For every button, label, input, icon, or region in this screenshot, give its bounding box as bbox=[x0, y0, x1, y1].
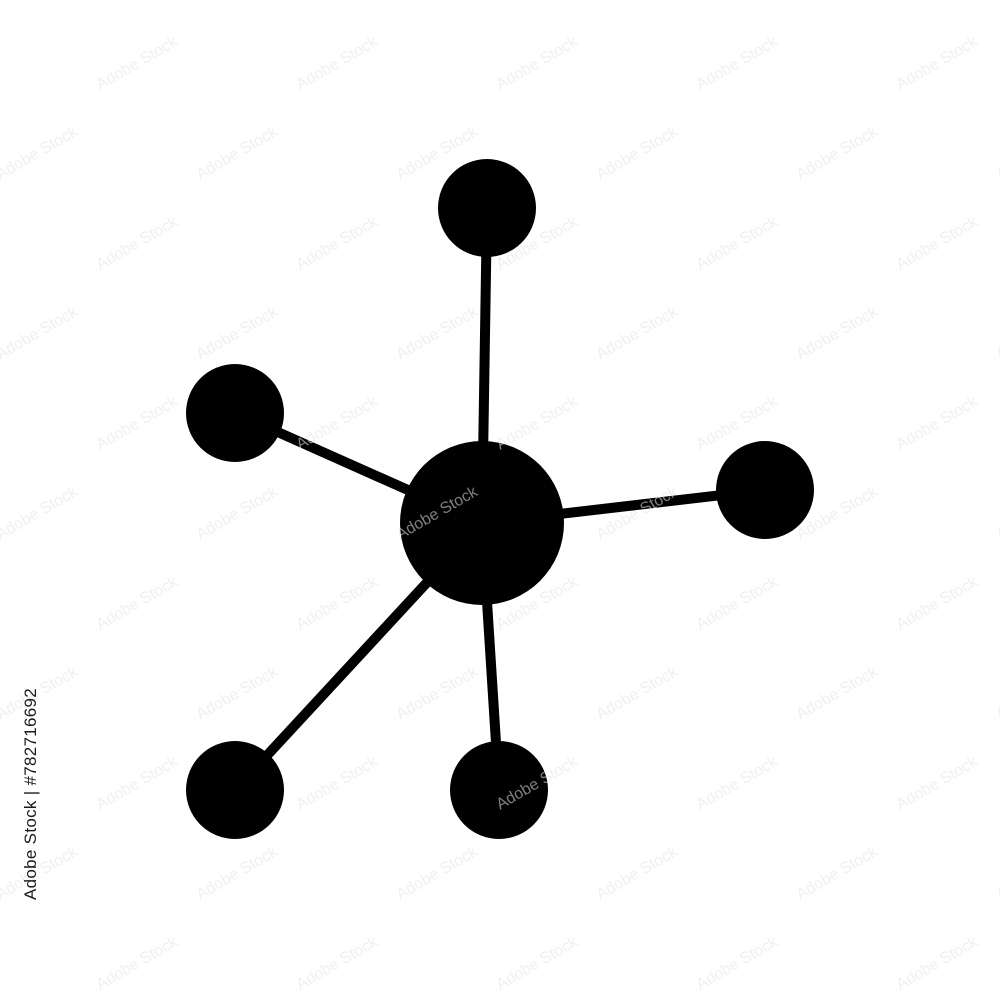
hub-node bbox=[400, 441, 564, 605]
node-top bbox=[438, 159, 536, 257]
node-right bbox=[716, 441, 814, 539]
node-bottom bbox=[450, 741, 548, 839]
node-bottom-left bbox=[186, 741, 284, 839]
network-nodes bbox=[186, 159, 814, 839]
image-id-label: Adobe Stock | #782716692 bbox=[21, 687, 40, 900]
node-left bbox=[186, 364, 284, 462]
